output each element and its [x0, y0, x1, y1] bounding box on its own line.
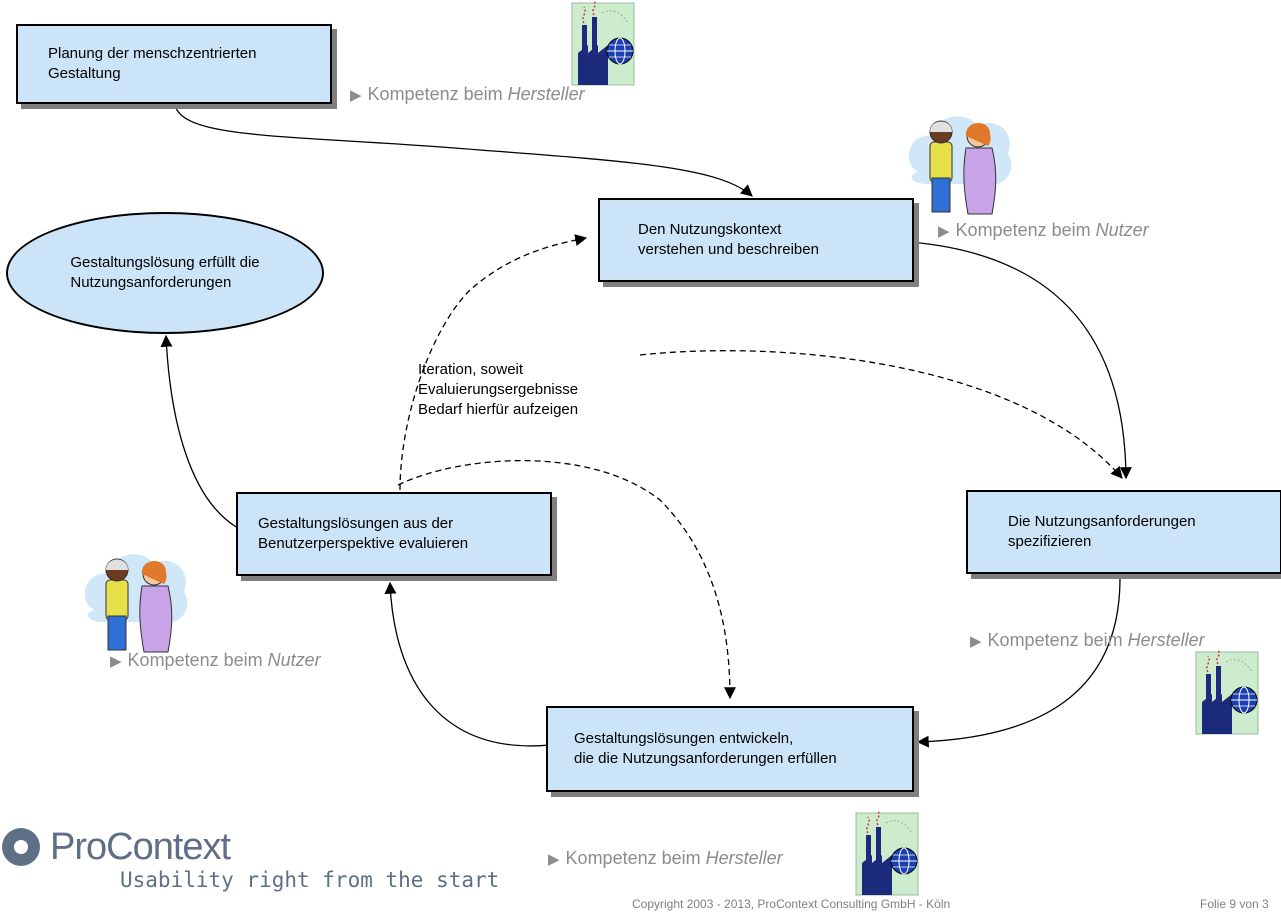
competence-manufacturer-right: ▶ Kompetenz beim Hersteller	[970, 630, 1205, 651]
competence-prefix: Kompetenz beim	[565, 848, 701, 868]
dashed-evaluate-to-develop	[397, 459, 736, 700]
play-triangle-icon: ▶	[938, 223, 950, 240]
iteration-note: Iteration, soweit Evaluierungsergebnisse…	[418, 361, 579, 418]
factory-globe-icon	[571, 0, 635, 86]
competence-user-left: ▶ Kompetenz beim Nutzer	[110, 650, 321, 671]
competence-prefix: Kompetenz beim	[367, 84, 503, 104]
play-triangle-icon: ▶	[548, 851, 560, 868]
arrow-develop-to-evaluate	[384, 581, 551, 747]
arrow-planning-to-context	[175, 107, 753, 197]
competence-user-right: ▶ Kompetenz beim Nutzer	[938, 220, 1149, 241]
box-planning-label: Planung der menschzentrierten Gestaltung	[48, 45, 257, 82]
competence-role: Hersteller	[507, 84, 585, 104]
competence-role: Hersteller	[1127, 630, 1205, 650]
logo-mark-icon	[2, 828, 40, 866]
competence-prefix: Kompetenz beim	[955, 220, 1091, 240]
play-triangle-icon: ▶	[350, 87, 362, 104]
competence-role: Nutzer	[267, 650, 321, 670]
logo-tagline: Usability right from the start	[120, 868, 500, 892]
play-triangle-icon: ▶	[110, 653, 122, 670]
dashed-evaluate-to-requirements	[639, 350, 1123, 479]
play-triangle-icon: ▶	[970, 633, 982, 650]
competence-role: Hersteller	[705, 848, 783, 868]
goal-label: Gestaltungslösung erfüllt die Nutzungsan…	[70, 254, 260, 291]
competence-prefix: Kompetenz beim	[127, 650, 263, 670]
competence-manufacturer-bottom: ▶ Kompetenz beim Hersteller	[548, 848, 783, 869]
people-icon	[84, 553, 188, 653]
footer-copyright: Copyright 2003 - 2013, ProContext Consul…	[632, 897, 951, 911]
factory-globe-icon	[855, 810, 919, 896]
factory-globe-icon	[1195, 649, 1259, 735]
competence-manufacturer-top: ▶ Kompetenz beim Hersteller	[350, 84, 585, 105]
box-develop: Gestaltungslösungen entwickeln, die die …	[546, 706, 914, 792]
competence-prefix: Kompetenz beim	[987, 630, 1123, 650]
goal-ellipse: Gestaltungslösung erfüllt die Nutzungsan…	[6, 212, 324, 334]
box-develop-label: Gestaltungslösungen entwickeln, die die …	[574, 730, 837, 767]
box-requirements: Die Nutzungsanforderungen spezifizieren	[966, 490, 1281, 574]
people-icon	[908, 115, 1012, 215]
footer-slide-number: Folie 9 von 3	[1200, 897, 1269, 911]
box-context: Den Nutzungskontext verstehen und beschr…	[598, 198, 914, 282]
arrow-requirements-to-develop	[916, 577, 1121, 748]
box-requirements-label: Die Nutzungsanforderungen spezifizieren	[1008, 513, 1196, 550]
arrow-context-to-requirements	[909, 241, 1132, 480]
box-context-label: Den Nutzungskontext verstehen und beschr…	[638, 221, 819, 258]
dashed-evaluate-to-context	[399, 234, 588, 491]
logo-name: ProContext	[50, 826, 231, 868]
box-planning: Planung der menschzentrierten Gestaltung	[16, 24, 332, 104]
competence-role: Nutzer	[1095, 220, 1149, 240]
arrow-evaluate-to-goal	[160, 334, 239, 529]
box-evaluate: Gestaltungslösungen aus der Benutzerpers…	[236, 492, 552, 576]
box-evaluate-label: Gestaltungslösungen aus der Benutzerpers…	[258, 515, 469, 552]
